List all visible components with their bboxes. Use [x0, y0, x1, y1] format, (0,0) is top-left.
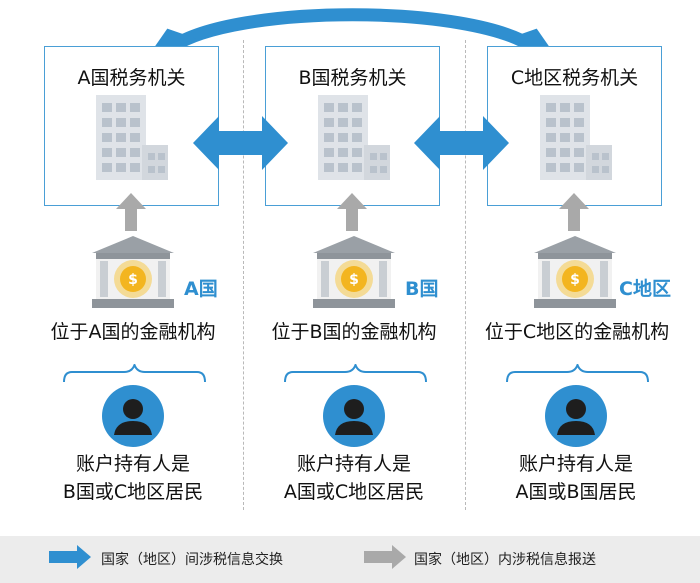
bank-icon: $: [92, 236, 174, 308]
holder-line-1: 账户持有人是: [296, 453, 411, 475]
account-holder-c: 账户持有人是 A国或B国居民: [476, 450, 676, 506]
person-icon: [323, 385, 385, 447]
brace-c: [506, 364, 649, 383]
svg-text:$: $: [570, 272, 580, 288]
institution-label-c: 位于C地区的金融机构: [484, 321, 670, 343]
svg-text:$: $: [128, 272, 138, 288]
legend-bar: [0, 536, 700, 583]
up-arrow-icon: [337, 193, 367, 231]
country-label-a: A国: [184, 278, 218, 300]
up-arrow-icon: [559, 193, 589, 231]
office-building-icon: [318, 95, 390, 180]
person-icon: [545, 385, 607, 447]
legend-exchange-arrow-icon: [49, 545, 91, 569]
account-holder-a: 账户持有人是 B国或C地区居民: [33, 450, 233, 506]
up-arrow-icon: [116, 193, 146, 231]
brace-b: [284, 364, 427, 383]
person-icon: [102, 385, 164, 447]
account-holder-b: 账户持有人是 A国或C地区居民: [254, 450, 454, 506]
svg-text:$: $: [349, 272, 359, 288]
holder-line-2: B国或C地区居民: [62, 481, 204, 503]
institution-label-b: 位于B国的金融机构: [271, 321, 437, 343]
holder-line-1: 账户持有人是: [518, 453, 633, 475]
double-arrow-icon: [414, 116, 509, 170]
authority-title-a: A国税务机关: [77, 67, 186, 89]
office-building-icon: [96, 95, 168, 180]
column-divider-1: [243, 40, 244, 510]
legend-domestic-label: 国家（地区）内涉税信息报送: [414, 552, 596, 568]
holder-line-2: A国或C地区居民: [283, 481, 425, 503]
column-divider-2: [465, 40, 466, 510]
legend-domestic-arrow-icon: [364, 545, 406, 569]
authority-title-c: C地区税务机关: [510, 67, 639, 89]
country-label-b: B国: [405, 278, 439, 300]
holder-line-2: A国或B国居民: [515, 481, 637, 503]
brace-a: [63, 364, 206, 383]
country-label-c: C地区: [619, 278, 671, 300]
office-building-icon: [540, 95, 612, 180]
bank-icon: $: [313, 236, 395, 308]
holder-line-1: 账户持有人是: [75, 453, 190, 475]
legend-exchange-label: 国家（地区）间涉税信息交换: [101, 552, 283, 568]
institution-label-a: 位于A国的金融机构: [50, 321, 216, 343]
bank-icon: $: [534, 236, 616, 308]
authority-title-b: B国税务机关: [298, 67, 407, 89]
double-arrow-icon: [193, 116, 288, 170]
